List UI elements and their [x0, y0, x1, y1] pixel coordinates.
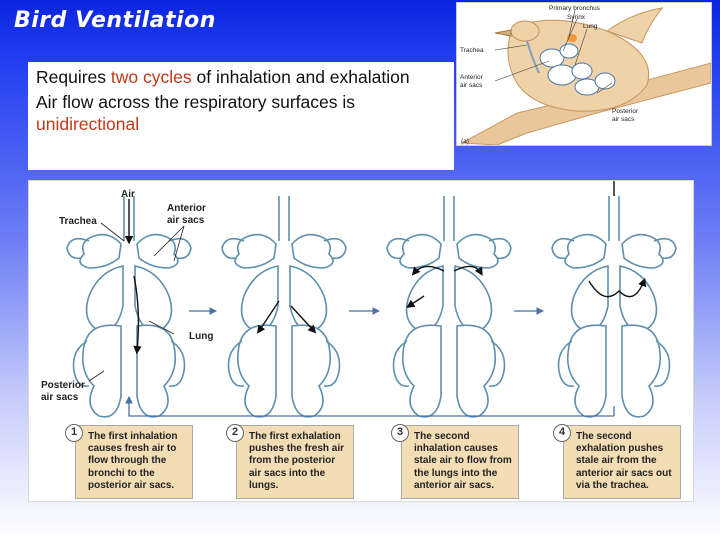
step-text-4: The second exhalation pushes stale air f… [576, 431, 672, 491]
step-box-2: 2 The first exhalation pushes the fresh … [226, 424, 354, 499]
step-text-1: The first inhalation causes fresh air to… [88, 431, 178, 491]
bird-label-posterior-air-sacs: air sacs [612, 116, 635, 123]
bullet-text-box: Requires two cycles of inhalation and ex… [28, 62, 454, 170]
bird-illustration: Primary bronchus Syrinx Lung Trachea Ant… [460, 5, 712, 146]
step-number-2: 2 [226, 424, 244, 442]
bird-label-posterior: Posterior [612, 108, 639, 115]
bullet-1-post: of inhalation and exhalation [191, 67, 410, 87]
bullet-2-pre: Air flow across the respiratory surfaces… [36, 92, 355, 112]
step-text-3: The second inhalation causes stale air t… [414, 431, 512, 491]
step-text-2: The first exhalation pushes the fresh ai… [249, 431, 345, 491]
bird-label-anterior-air-sacs: air sacs [460, 82, 483, 89]
lung-set-stage-2 [221, 195, 347, 418]
ventilation-diagram: Air Trachea Anterior air sacs Lung Poste… [28, 172, 694, 502]
lung-set-stage-4 [551, 195, 677, 418]
step-number-1: 1 [65, 424, 83, 442]
bullet-1-highlight: two cycles [110, 67, 192, 87]
bird-label-trachea: Trachea [460, 47, 484, 54]
bullet-1: Requires two cycles of inhalation and ex… [36, 66, 446, 88]
airflow-arrows [124, 172, 647, 355]
diagram-label-posterior-air-sacs: air sacs [41, 392, 79, 403]
bird-label-primary-bronchus: Primary bronchus [549, 5, 601, 12]
stage-arrows [125, 307, 614, 417]
lung-set-stage-3 [386, 195, 512, 418]
bullet-2-highlight: unidirectional [36, 114, 140, 134]
step-number-4: 4 [553, 424, 571, 442]
bird-label-anterior: Anterior [460, 74, 484, 81]
step-box-3: 3 The second inhalation causes stale air… [391, 424, 519, 499]
step-box-4: 4 The second exhalation pushes stale air… [553, 424, 681, 499]
step-box-1: 1 The first inhalation causes fresh air … [65, 424, 193, 499]
bird-panel-label: (a) [461, 138, 469, 145]
diagram-label-anterior-air-sacs: air sacs [167, 215, 205, 226]
step-number-3: 3 [391, 424, 409, 442]
diagram-label-lung: Lung [189, 331, 213, 342]
bird-label-lung: Lung [583, 23, 598, 30]
bullet-2: Air flow across the respiratory surfaces… [36, 91, 446, 135]
bird-label-syrinx: Syrinx [567, 14, 586, 21]
diagram-label-anterior: Anterior [167, 203, 206, 214]
bird-anatomy-image: Primary bronchus Syrinx Lung Trachea Ant… [456, 2, 712, 146]
ventilation-diagram-svg: Air Trachea Anterior air sacs Lung Poste… [41, 172, 677, 418]
slide-title: Bird Ventilation [14, 8, 216, 33]
diagram-label-posterior: Posterior [41, 380, 85, 391]
diagram-label-air: Air [121, 189, 135, 200]
diagram-label-trachea: Trachea [59, 216, 97, 227]
bullet-1-pre: Requires [36, 67, 111, 87]
